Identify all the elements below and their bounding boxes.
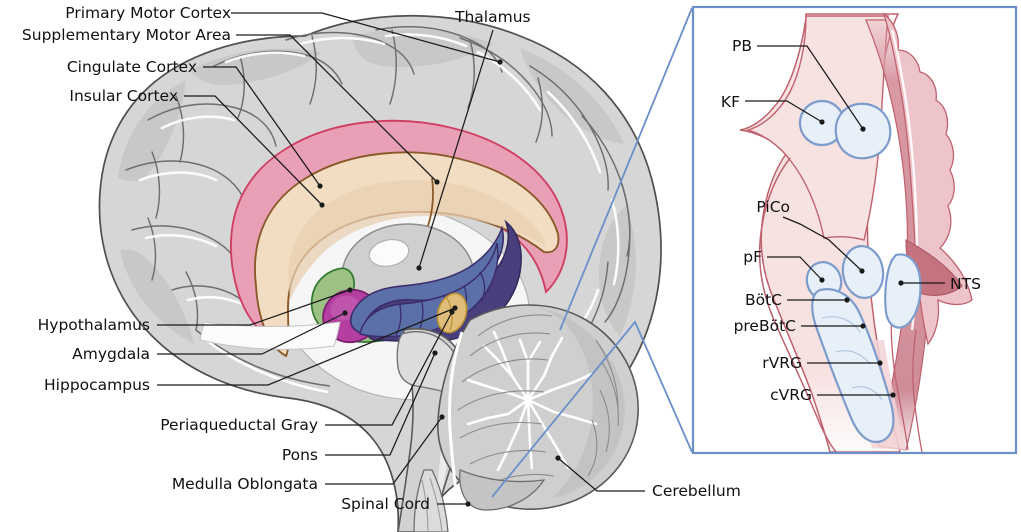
label-hippocampus: Hippocampus — [44, 376, 150, 394]
leader-line-pico — [782, 216, 863, 272]
label-cingulate-cortex: Cingulate Cortex — [67, 58, 197, 76]
cerebellum-shade — [520, 305, 625, 498]
leader-dot-nts — [898, 280, 904, 286]
leader-line-cerebellum — [557, 457, 645, 492]
leader-line-supplementary-motor-area — [236, 34, 438, 183]
inset-label-pb: PB — [732, 37, 752, 55]
leader-dot-thalamus — [416, 265, 422, 271]
leader-dot-pico — [859, 268, 865, 274]
leader-dot-pons — [432, 350, 438, 356]
leader-line-insular-cortex — [184, 95, 323, 206]
leader-dot-kf — [819, 119, 825, 125]
label-thalamus: Thalamus — [454, 8, 531, 26]
inset-connectors — [491, 7, 693, 498]
leader-dot-cingulate-cortex — [317, 183, 323, 189]
leader-dot-cerebellum — [555, 455, 561, 461]
leader-dot-rvrg — [877, 360, 883, 366]
nts-nucleus — [884, 253, 922, 329]
brainstem-inset — [691, 5, 1018, 455]
gyri-shading — [118, 29, 637, 344]
column-subdivisions — [821, 316, 883, 401]
inset-label-pf: pF — [743, 248, 762, 266]
leader-line-amygdala — [157, 312, 346, 355]
label-primary-motor-cortex: Primary Motor Cortex — [65, 4, 231, 22]
inset-leader-lines — [745, 45, 945, 398]
leader-dot-hypothalamus — [347, 287, 353, 293]
ventral-respiratory-column — [811, 288, 895, 444]
temporal-highlight — [205, 338, 329, 394]
leader-line-pb — [757, 45, 864, 130]
main-leader-lines — [157, 12, 645, 507]
leader-dot-insular-cortex — [319, 202, 325, 208]
label-cerebellum: Cerebellum — [652, 482, 741, 500]
basal-white-band — [199, 321, 341, 350]
leader-line-hippocampus — [157, 307, 456, 386]
inset-label-cvrg: cVRG — [770, 386, 812, 404]
leader-dot-pb — [860, 126, 866, 132]
arbor-vitae — [466, 330, 598, 472]
corpus-callosum-inner-shade — [288, 179, 546, 300]
leader-line-kf — [745, 100, 823, 123]
inset-label-pico: PiCo — [756, 198, 790, 216]
leader-line-hypothalamus — [157, 289, 351, 326]
leader-dot-cvrg — [890, 392, 896, 398]
inset-label-nts: NTS — [950, 275, 981, 293]
thalamus-inner-ellipse — [368, 239, 410, 267]
leader-line-cingulate-cortex — [203, 66, 321, 187]
connector-upper — [559, 7, 693, 331]
leader-dot-supplementary-motor-area — [434, 179, 440, 185]
label-amygdala: Amygdala — [72, 345, 150, 363]
cerebellar-tonsil — [459, 469, 546, 511]
medulla-edge-line2 — [912, 329, 923, 452]
leader-dot-spinal-cord — [465, 501, 471, 507]
leader-line-pf — [767, 256, 823, 281]
label-pons: Pons — [282, 446, 318, 464]
leader-dot-botc — [844, 297, 850, 303]
inset-label-kf: KF — [721, 93, 740, 111]
main-brain-illustration — [98, 14, 662, 532]
leader-dot-amygdala — [342, 310, 348, 316]
label-insular-cortex: Insular Cortex — [69, 87, 178, 105]
label-spinal-cord: Spinal Cord — [341, 495, 430, 513]
leader-line-medulla-oblongata — [325, 416, 443, 485]
label-supplementary-motor-area: Supplementary Motor Area — [22, 26, 231, 44]
leader-dot-hippocampus — [452, 305, 458, 311]
leader-dot-primary-motor-cortex — [497, 59, 503, 65]
inset-label-rvrg: rVRG — [762, 354, 802, 372]
leader-line-periaqueductal-gray — [325, 311, 453, 426]
fourth-ventricle — [448, 331, 464, 513]
inset-label-botc: BötC — [745, 291, 782, 309]
inset-frame-border — [691, 5, 1018, 455]
cerebellar-folia — [457, 314, 619, 487]
leader-line-thalamus — [418, 29, 494, 269]
leader-line-pons — [325, 352, 436, 456]
spinal-cord-lines — [421, 477, 443, 532]
leader-line-primary-motor-cortex — [231, 12, 501, 63]
leader-dot-periaqueductal-gray — [449, 309, 455, 315]
label-medulla-oblongata: Medulla Oblongata — [172, 475, 318, 493]
leader-dot-medulla-oblongata — [439, 414, 445, 420]
label-hypothalamus: Hypothalamus — [38, 316, 150, 334]
ventral-edge-line — [758, 157, 838, 452]
leader-dot-prebotc — [860, 323, 866, 329]
label-periaqueductal-gray: Periaqueductal Gray — [160, 416, 318, 434]
inset-label-group: PB KF PiCo pF BötC preBötC rVRG cVRG NTS — [721, 37, 981, 404]
leader-dot-pf — [819, 277, 825, 283]
connector-lower — [491, 320, 693, 498]
inset-label-prebotc: preBötC — [734, 317, 796, 335]
